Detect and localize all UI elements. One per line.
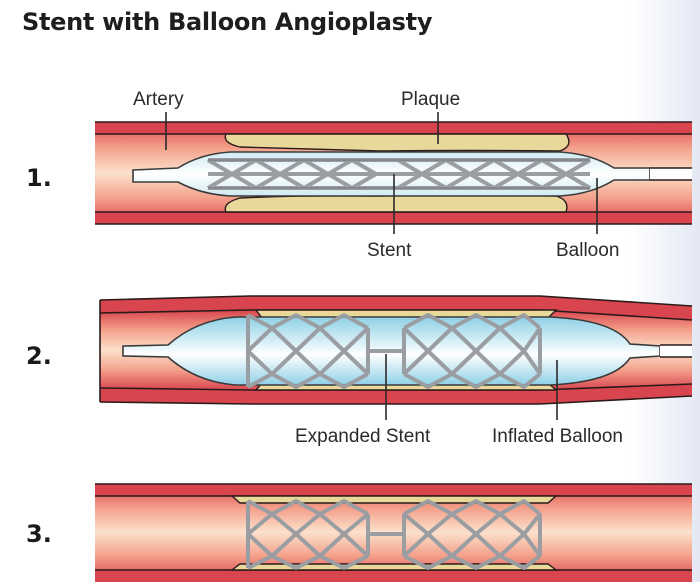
svg-text:Inflated Balloon: Inflated Balloon <box>492 426 623 447</box>
svg-text:Expanded Stent: Expanded Stent <box>295 426 431 447</box>
svg-text:Stent: Stent <box>367 240 412 261</box>
step-1-panel: 1. <box>26 89 692 261</box>
step-3-number: 3. <box>26 520 52 548</box>
step-3-panel: 3. <box>26 484 692 582</box>
svg-text:Plaque: Plaque <box>401 89 460 110</box>
step-2-panel: 2. <box>26 296 692 447</box>
step-1-number: 1. <box>26 164 52 192</box>
step-2-number: 2. <box>26 342 52 370</box>
svg-text:Artery: Artery <box>133 89 184 110</box>
svg-text:Balloon: Balloon <box>556 240 619 261</box>
